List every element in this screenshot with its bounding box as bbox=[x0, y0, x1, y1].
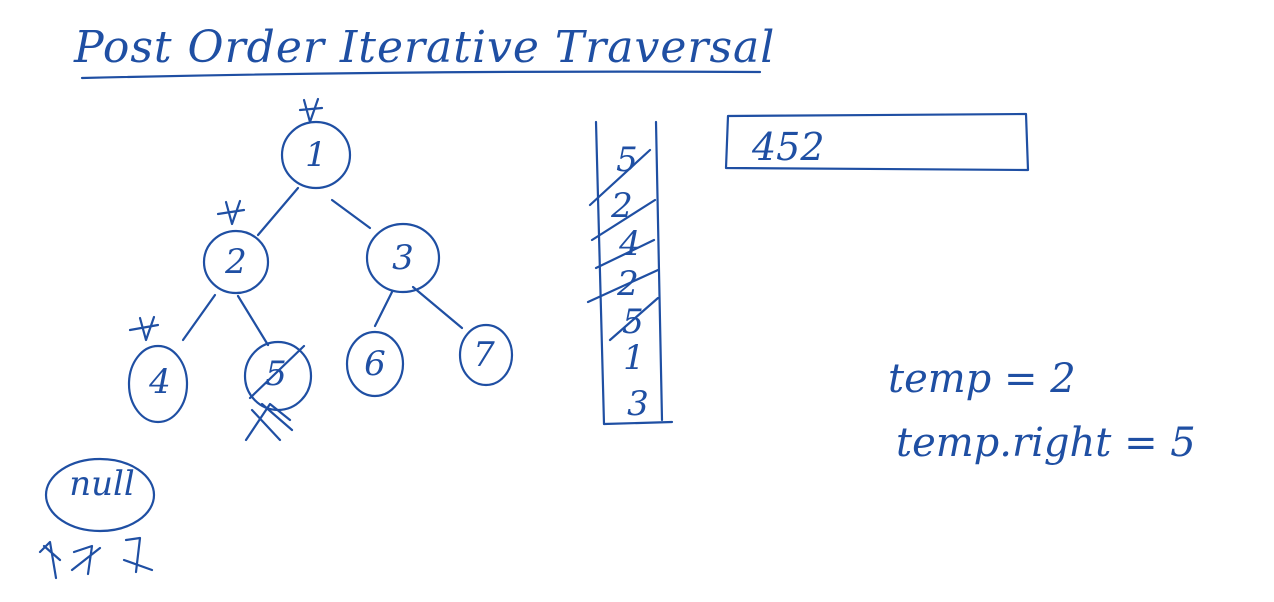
stack-item-label: 5 bbox=[616, 140, 638, 180]
tree-node-5: 5 bbox=[243, 340, 313, 442]
node-label: 7 bbox=[473, 335, 495, 375]
stack-item-label: 5 bbox=[622, 302, 644, 342]
visited-tick-icon bbox=[216, 199, 246, 226]
stack-item: 2 bbox=[590, 186, 657, 242]
strike-icon bbox=[590, 198, 657, 242]
null-circle bbox=[44, 457, 156, 533]
stack-right-wall bbox=[654, 120, 664, 422]
node-label: 2 bbox=[224, 242, 247, 282]
tree-node-1: 1 bbox=[280, 97, 352, 190]
stack-item-label: 1 bbox=[623, 338, 645, 378]
tree-edge-1-2 bbox=[256, 186, 300, 237]
stack-item-label: 2 bbox=[610, 186, 633, 226]
stack-item: 3 bbox=[627, 384, 649, 424]
tree-node-7: 7 bbox=[458, 323, 514, 387]
node-circle bbox=[202, 229, 270, 295]
stack-item-label: 3 bbox=[627, 384, 649, 424]
strike-icon bbox=[586, 268, 660, 304]
node-label: 6 bbox=[364, 344, 386, 384]
stack-left-wall bbox=[594, 120, 606, 426]
node-circle bbox=[127, 344, 189, 424]
node-circle bbox=[365, 222, 441, 294]
tree-edges bbox=[181, 186, 464, 347]
node-label: 4 bbox=[148, 362, 171, 402]
tree-node-4: 4 bbox=[127, 315, 189, 424]
null-node: null bbox=[38, 457, 156, 580]
node-label: 3 bbox=[392, 238, 414, 278]
tree-node-3: 3 bbox=[365, 222, 441, 294]
stack-item: 1 bbox=[623, 338, 645, 378]
tree-edge-2-4 bbox=[181, 293, 217, 342]
strike-icon bbox=[588, 148, 652, 207]
variables: temp = 2 temp.right = 5 bbox=[888, 356, 1196, 466]
page-title: Post Order Iterative Traversal bbox=[73, 22, 775, 73]
null-check-marks bbox=[38, 536, 154, 580]
tree-edge-3-7 bbox=[411, 285, 464, 330]
node-label: 1 bbox=[305, 135, 327, 175]
output-box-border bbox=[724, 112, 1030, 172]
crossed-out-icon bbox=[248, 344, 306, 400]
null-label: null bbox=[69, 464, 135, 504]
temp-right-line: temp.right = 5 bbox=[896, 420, 1196, 466]
stack: 5 2 4 2 5 1 3 bbox=[586, 120, 674, 426]
stack-bottom bbox=[602, 420, 674, 426]
node-circle bbox=[280, 120, 352, 190]
temp-line: temp = 2 bbox=[888, 356, 1076, 402]
stack-item: 5 bbox=[588, 140, 652, 207]
title-underline bbox=[80, 70, 762, 80]
tree-edge-3-6 bbox=[373, 290, 394, 328]
stack-item-label: 4 bbox=[618, 224, 641, 264]
title-group: Post Order Iterative Traversal bbox=[73, 22, 775, 80]
stack-item: 4 bbox=[594, 224, 656, 270]
output-value: 452 bbox=[751, 125, 825, 169]
visited-tick-icon bbox=[298, 97, 324, 124]
visited-tick-icon bbox=[128, 315, 160, 342]
null-children-marks bbox=[244, 402, 294, 442]
tree-edge-1-3 bbox=[330, 198, 372, 230]
stack-item: 5 bbox=[608, 296, 660, 342]
node-circle bbox=[345, 330, 405, 398]
node-circle bbox=[458, 323, 514, 387]
tree-node-6: 6 bbox=[345, 330, 405, 398]
output-box: 452 bbox=[724, 112, 1030, 172]
strike-icon bbox=[594, 238, 656, 270]
tree-node-2: 2 bbox=[202, 199, 270, 295]
stack-item: 2 bbox=[586, 264, 660, 304]
strike-icon bbox=[608, 296, 660, 342]
tree-edge-2-5 bbox=[236, 294, 270, 347]
